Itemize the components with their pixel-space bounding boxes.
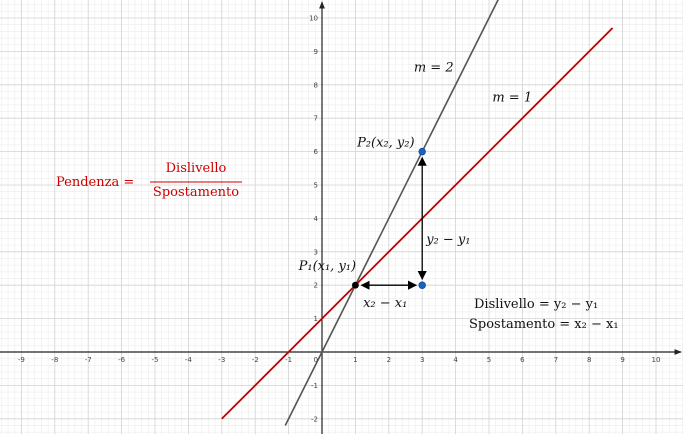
y-tick-label: 6 [314,148,319,156]
label-p1: P₁(x₁, y₁) [298,259,356,274]
x-tick-label: -1 [285,356,292,364]
definition-rise: Dislivello = y₂ − y₁ [474,297,598,312]
label-rise: y₂ − y₁ [425,232,470,247]
y-tick-label: -2 [311,415,318,423]
x-tick-label: -4 [185,356,193,364]
y-tick-label: 4 [314,215,319,223]
formula-numerator: Dislivello [166,161,227,176]
y-tick-label: 1 [314,315,318,323]
tick-labels: -9 -8 -7 -6 -5 -4 -3 -2 -1 1 2 3 4 5 6 7 8 9 10 -2 -1 1 2 3 4 5 6 7… [18,15,661,424]
y-tick-label: 7 [314,115,318,123]
x-tick-label: -8 [51,356,58,364]
point-p2 [418,147,426,156]
x-tick-label: 6 [520,356,525,364]
y-tick-label: 3 [314,248,318,256]
lines [221,0,614,426]
y-tick-label: 10 [309,15,318,23]
x-tick-label: 4 [453,356,458,364]
formula-denominator: Spostamento [153,185,239,200]
label-m2: m = 2 [414,60,454,75]
y-tick-label: -1 [311,382,318,390]
x-tick-label: -2 [252,356,259,364]
formula-left: Pendenza = [56,175,134,190]
x-tick-label: 5 [487,356,491,364]
origin-label: 0 [314,356,318,364]
points [352,147,426,289]
x-tick-label: -5 [152,356,159,364]
definition-run: Spostamento = x₂ − x₁ [469,317,619,332]
label-p2: P₂(x₂, y₂) [356,136,414,151]
x-tick-label: -9 [18,356,25,364]
label-run: x₂ − x₁ [363,296,407,311]
point-q [418,281,426,289]
series-line [284,0,499,426]
y-tick-label: 9 [314,48,318,56]
y-tick-label: 5 [314,182,318,190]
x-tick-label: 7 [554,356,558,364]
x-tick-label: 10 [652,356,661,364]
y-tick-label: 8 [314,81,318,89]
x-tick-label: 9 [620,356,624,364]
x-tick-label: 1 [353,356,357,364]
label-m1: m = 1 [492,91,532,106]
point-p1 [352,281,359,289]
x-tick-label: -3 [218,356,225,364]
x-tick-label: 3 [420,356,424,364]
series-line [221,27,614,420]
x-tick-label: 2 [387,356,391,364]
x-tick-label: 8 [587,356,591,364]
x-tick-label: -7 [85,356,92,364]
y-tick-label: 2 [314,282,318,290]
x-tick-label: -6 [118,356,126,364]
arrows [360,156,427,290]
